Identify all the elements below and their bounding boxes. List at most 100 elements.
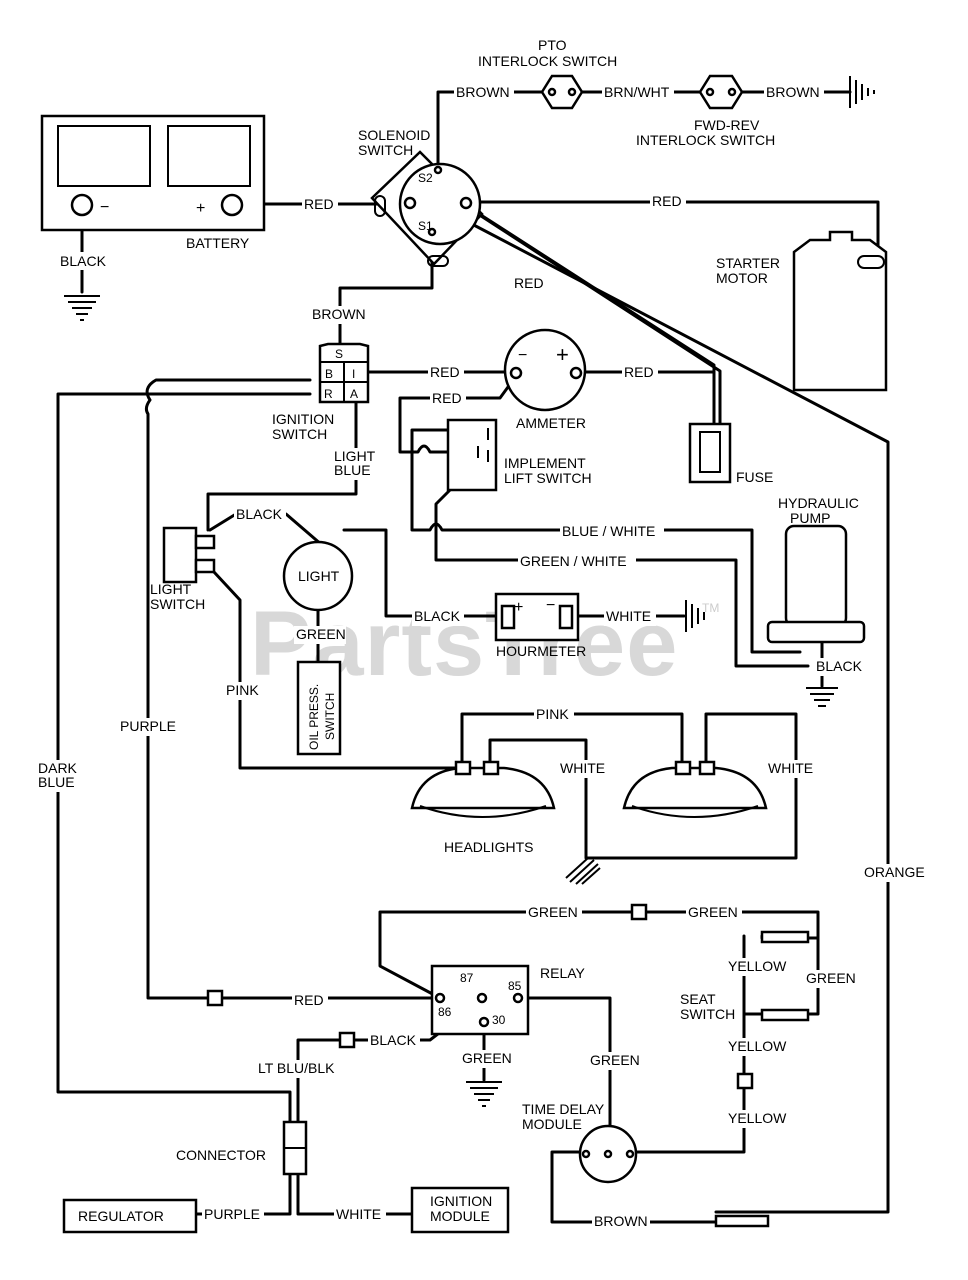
- label-green-top1: GREEN: [528, 904, 578, 920]
- hour-plus: +: [514, 599, 523, 616]
- battery-neg-label: −: [100, 199, 109, 216]
- connector-yellow: [736, 1072, 754, 1090]
- implement-label-2: LIFT SWITCH: [504, 470, 592, 486]
- hourmeter-label: HOURMETER: [496, 643, 586, 659]
- seat-label-1: SEAT: [680, 991, 716, 1007]
- seat-switch: SEAT SWITCH: [680, 930, 810, 1022]
- fwd-label-2: INTERLOCK SWITCH: [636, 132, 775, 148]
- label-black-pump: BLACK: [816, 658, 863, 674]
- ground-pump: [806, 687, 838, 707]
- label-lt-blu-blk: LT BLU/BLK: [258, 1060, 335, 1076]
- wire-brown-pto: [436, 90, 544, 172]
- ammeter: − + AMMETER: [503, 328, 587, 431]
- indicator-light: LIGHT: [282, 540, 354, 612]
- ign-module-label-1: IGNITION: [430, 1193, 492, 1209]
- ground-fwd: [849, 76, 875, 108]
- label-yellow3: YELLOW: [728, 1110, 787, 1126]
- starter-label-2: MOTOR: [716, 270, 768, 286]
- label-brn-wht: BRN/WHT: [604, 84, 670, 100]
- ground-headlights: [565, 857, 601, 885]
- relay-30: 30: [492, 1013, 506, 1027]
- wire-dark-blue: [56, 392, 312, 1126]
- wire-labels: BLACK RED BROWN BRN/WHT BROWN RED RED BR…: [36, 84, 930, 1231]
- label-brown-bottom: BROWN: [594, 1213, 648, 1229]
- ign-r: R: [324, 387, 333, 401]
- label-black-batt: BLACK: [60, 253, 107, 269]
- label-light-blue-2: BLUE: [334, 462, 371, 478]
- ground-hourmeter: [685, 600, 705, 632]
- ign-a: A: [350, 387, 358, 401]
- label-red-fuse: RED: [624, 364, 654, 380]
- hydraulic-label-2: PUMP: [790, 510, 830, 526]
- light-label: LIGHT: [298, 568, 340, 584]
- fuse-label: FUSE: [736, 469, 773, 485]
- wire-white-head: [488, 712, 798, 860]
- label-red-relay: RED: [294, 992, 324, 1008]
- s2-label: S2: [418, 171, 433, 185]
- label-white-hour: WHITE: [606, 608, 651, 624]
- label-white-head2: WHITE: [768, 760, 813, 776]
- battery-label: BATTERY: [186, 235, 250, 251]
- ignition-module: IGNITION MODULE: [410, 1186, 510, 1234]
- regulator: REGULATOR: [62, 1198, 198, 1234]
- ignition-label-1: IGNITION: [272, 411, 334, 427]
- hourmeter: + − HOURMETER: [494, 592, 586, 659]
- implement-lift-switch: IMPLEMENT LIFT SWITCH: [446, 418, 592, 492]
- light-switch-label-2: SWITCH: [150, 596, 205, 612]
- label-green-top2: GREEN: [688, 904, 738, 920]
- wire-red-starter: [464, 200, 880, 264]
- label-brown-pto: BROWN: [456, 84, 510, 100]
- connector-label: CONNECTOR: [176, 1147, 266, 1163]
- pto-label-1: PTO: [538, 37, 567, 53]
- label-blue-white: BLUE / WHITE: [562, 523, 655, 539]
- hydraulic-label-1: HYDRAULIC: [778, 495, 859, 511]
- ignition-switch: S B I R A IGNITION SWITCH: [272, 342, 370, 442]
- s1-label: S1: [418, 219, 433, 233]
- wire-orange: [466, 220, 890, 1214]
- ammeter-label: AMMETER: [516, 415, 586, 431]
- relay-label: RELAY: [540, 965, 586, 981]
- label-red-amm2: RED: [432, 390, 462, 406]
- oil-label-1: OIL PRESS.: [307, 684, 321, 750]
- relay-87: 87: [460, 971, 474, 985]
- oil-press-switch: OIL PRESS. SWITCH: [296, 660, 342, 756]
- wire-green-top: [378, 910, 820, 1000]
- label-dark-blue-1: DARK: [38, 760, 78, 776]
- label-brown-fwd: BROWN: [766, 84, 820, 100]
- fuse: FUSE: [688, 422, 773, 485]
- label-green-white: GREEN / WHITE: [520, 553, 627, 569]
- label-brown-ign: BROWN: [312, 306, 366, 322]
- ammeter-neg: −: [518, 347, 527, 364]
- battery-pos-label: +: [196, 200, 205, 217]
- label-yellow1: YELLOW: [728, 958, 787, 974]
- hydraulic-pump: HYDRAULIC PUMP: [766, 495, 866, 644]
- oil-label-2: SWITCH: [323, 693, 337, 740]
- label-black-relay: BLACK: [370, 1032, 417, 1048]
- label-white-head1: WHITE: [560, 760, 605, 776]
- ammeter-pos: +: [556, 342, 569, 367]
- label-dark-blue-2: BLUE: [38, 774, 75, 790]
- fwd-label-1: FWD-REV: [694, 117, 760, 133]
- label-green-tdm: GREEN: [590, 1052, 640, 1068]
- label-red-batt: RED: [304, 196, 334, 212]
- ign-b: B: [325, 367, 333, 381]
- fwd-rev-interlock-switch: FWD-REV INTERLOCK SWITCH: [636, 74, 775, 148]
- ign-i: I: [352, 367, 355, 381]
- label-pink-ls: PINK: [226, 682, 259, 698]
- label-pink-head: PINK: [536, 706, 569, 722]
- label-white-ign: WHITE: [336, 1206, 381, 1222]
- solenoid-label-1: SOLENOID: [358, 127, 430, 143]
- implement-label-1: IMPLEMENT: [504, 455, 586, 471]
- pto-label-2: INTERLOCK SWITCH: [478, 53, 617, 69]
- regulator-label: REGULATOR: [78, 1208, 164, 1224]
- label-green-oil: GREEN: [296, 626, 346, 642]
- label-purple: PURPLE: [120, 718, 176, 734]
- connector: CONNECTOR: [176, 1120, 308, 1176]
- wire-red-fuse-b: [476, 212, 722, 427]
- tdm-label-1: TIME DELAY: [522, 1101, 605, 1117]
- ground-battery: [64, 295, 100, 321]
- ign-module-label-2: MODULE: [430, 1208, 490, 1224]
- starter-label-1: STARTER: [716, 255, 780, 271]
- light-switch-label-1: LIGHT: [150, 581, 192, 597]
